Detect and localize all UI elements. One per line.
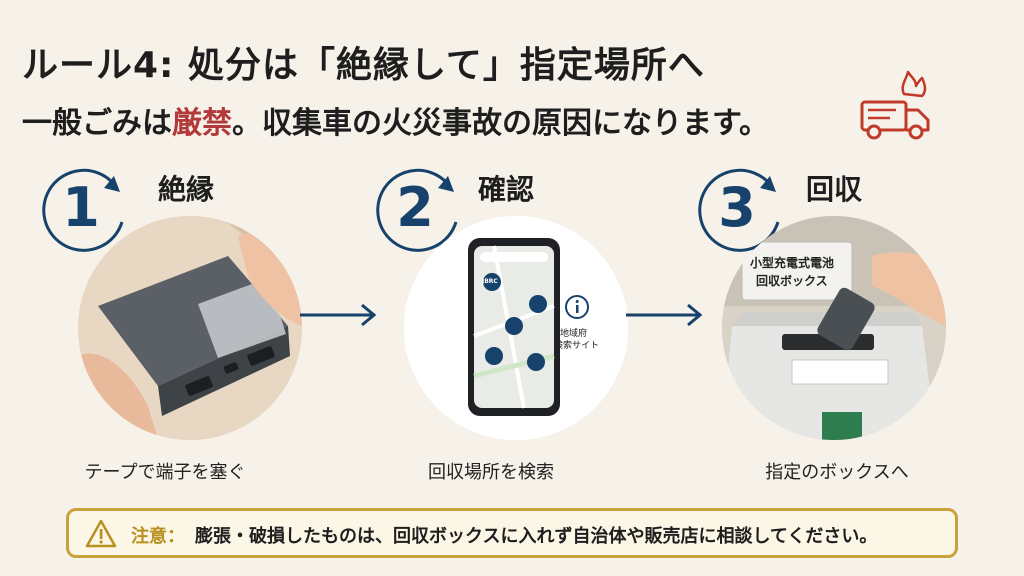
step-1-caption: テープで端子を塞ぐ — [84, 462, 246, 483]
step-3: 3 回収 小型充電式電池 回収ボックス 指定のボックスへ — [696, 158, 946, 483]
step-2-image-phone-map: JBRC 地域府 検索サイト — [404, 216, 628, 440]
info-text-1: 地域府 — [560, 329, 588, 339]
step-2-label: 確認 — [478, 173, 535, 206]
page-title: ルール4: 処分は「絶縁して」指定場所へ — [22, 45, 705, 86]
caution-text: 膨張・破損したものは、回収ボックスに入れず自治体や販売店に相談してください。 — [195, 526, 878, 547]
step-3-label: 回収 — [806, 173, 863, 206]
step-1-image-taped-battery — [78, 216, 302, 440]
circular-arrow-icon — [42, 168, 124, 252]
caution-notice: 注意： 膨張・破損したものは、回収ボックスに入れず自治体や販売店に相談してくださ… — [66, 508, 958, 558]
step-2-number: 2 — [396, 176, 434, 239]
map-pin-label: JBRC — [482, 278, 498, 285]
step-2-caption: 回収場所を検索 — [428, 462, 554, 483]
step-2-number-badge: 2 — [374, 164, 466, 256]
arrow-right-icon — [300, 303, 377, 327]
info-text-2: 検索サイト — [554, 341, 600, 351]
subtitle-danger-word: 厳禁 — [172, 106, 232, 141]
step-1: 1 絶縁 テープで端子を塞ぐ — [40, 158, 302, 483]
step-1-number-badge: 1 — [40, 164, 132, 256]
step-2: 2 確認 JBRC 地域府 検索サイト 回収場所を検索 — [374, 158, 628, 483]
step-3-caption: 指定のボックスへ — [765, 462, 909, 483]
step-1-label: 絶縁 — [158, 173, 215, 206]
step-1-number: 1 — [62, 176, 100, 239]
circular-arrow-icon — [376, 168, 458, 252]
subtitle-text-2: 。収集車の火災事故の原因になります。 — [232, 106, 769, 141]
box-sign-line-2: 回収ボックス — [756, 274, 828, 288]
arrow-right-icon — [626, 303, 703, 327]
warning-icon — [85, 519, 117, 548]
subtitle-text-1: 一般ごみは — [22, 106, 172, 141]
step-3-image-collection-box: 小型充電式電池 回収ボックス — [722, 216, 946, 440]
step-3-number: 3 — [718, 176, 756, 239]
caution-label: 注意： — [131, 526, 185, 547]
box-sign-line-1: 小型充電式電池 — [750, 256, 835, 270]
info-icon — [565, 295, 589, 319]
burning-truck-icon — [860, 70, 930, 140]
page-subtitle: 一般ごみは厳禁。収集車の火災事故の原因になります。 — [22, 98, 769, 142]
